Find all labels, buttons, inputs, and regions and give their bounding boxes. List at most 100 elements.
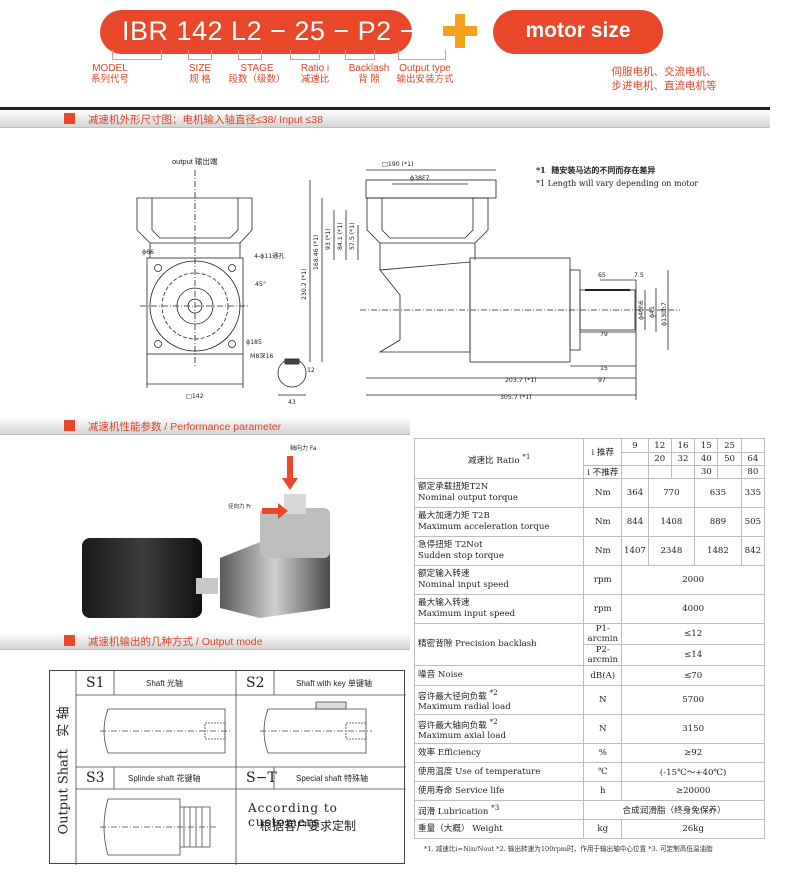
row-value: 844 [621,507,649,537]
row-value: 842 [740,536,766,566]
row-unit: % [583,743,623,763]
arrow-down-icon [282,456,298,490]
dim-m8: M8深16 [250,352,273,360]
row-unit: rpm [583,594,623,624]
row-name: 润滑 Lubrication *3 [413,800,585,820]
divider-line [0,107,770,110]
dim-93: 93 (*1) [325,228,332,250]
ratio-cell [647,465,672,479]
row-unit: Nm [583,536,623,566]
section-dimension: 减速机外形尺寸图：电机输入轴直径≤38/ Input ≤38 [0,110,770,128]
axial-force-label: 径向力 Fr [228,502,252,510]
model-code-pill: IBR 142 L2 − 25 − P2 − S2 [100,10,458,54]
ratio-cell: 16 [670,438,696,453]
dim-142: □142 [186,393,204,400]
ratio-cell [621,452,649,466]
motor-note-2: *1 Length will vary depending on motor [536,179,699,188]
radial-force-label: 轴向力 Fa [290,444,317,452]
row-name: 使用寿命 Service life [413,781,585,801]
table-row: 效率 Efficiency % ≥92 [413,743,765,763]
row-name: 噪音 Noise [413,665,585,686]
section-output-mode: 减速机输出的几种方式 / Output mode [0,632,410,650]
ratio-cell: 32 [670,452,696,466]
row-value: 1408 [647,507,696,537]
ratio-cell [740,438,766,453]
row-unit: ℃ [583,762,623,782]
row-value: 3150 [621,714,765,744]
row-value: 364 [621,478,649,508]
table-row: 使用温度 Use of temperature ℃ (-15℃～+40℃) [413,762,765,782]
bracket-size [188,50,212,60]
dim-130h7: ϕ130h7 [661,302,668,326]
row-value: 635 [694,478,742,508]
row-unit: kg [583,819,623,839]
ratio-cell: 25 [717,438,742,453]
dim-66: ϕ66 [142,249,154,256]
custom-note-cn: 根据客户要求定制 [260,819,357,833]
row-name: 效率 Efficiency [413,743,585,763]
side-label-en: Output Shaft [56,749,72,835]
row-value: 889 [694,507,742,537]
row-not-recommended: i 不推荐 [583,465,623,479]
side-label-cn: 实 轴 [56,706,72,737]
ratio-cell: 15 [694,438,719,453]
table-row: 使用寿命 Service life h ≥20000 [413,781,765,801]
row-unit: dB(A) [583,665,623,686]
row-name: 使用温度 Use of temperature [413,762,585,782]
dim-79: 79 [600,331,608,338]
ratio-cell: 12 [647,438,672,453]
table-row: 润滑 Lubrication *3 合成润滑脂（终身免保养） [413,800,765,820]
row-value: 26kg [621,819,765,839]
bracket-ratio [290,50,320,60]
row-value: ≤70 [621,665,765,686]
row-recommended: i 推荐 [583,438,623,466]
left-housing [136,197,253,244]
output-mode-grid [75,671,406,865]
dim-box190: □190 (*1) [382,161,413,168]
table-row: 精密背隙 Precision backlash P1-arcmin ≤12 [413,623,765,666]
dim-38f7: ϕ38F7 [410,175,430,182]
bracket-model [112,50,162,60]
dim-45deg: 45° [255,280,266,288]
s3-code: S3 [86,770,105,786]
row-unit: Nm [583,507,623,537]
row-name: 精密背隙 Precision backlash [413,623,585,666]
dim-97: 97 [598,377,606,384]
s1-label: Shaft 光轴 [146,679,183,688]
motor-size-label: motor size [525,19,631,42]
row-value: 505 [740,507,766,537]
ratio-cell [621,465,649,479]
table-row: 噪音 Noise dB(A) ≤70 [413,665,765,686]
row-unit: P1-arcmin [583,623,623,645]
dim-203-7: 203.7 (*1) [505,377,537,384]
s2-code: S2 [246,675,265,691]
right-housing [366,197,489,244]
dim-15: 15 [600,365,608,372]
performance-table: 减速比 Ratio *1 i 推荐 9 12 16 15 25 20 32 40… [413,438,766,839]
row-unit: Nm [583,478,623,508]
dim-65: 65 [598,272,606,279]
row-value: 2348 [647,536,696,566]
arrow-right-icon [262,503,288,519]
ratio-cell: 50 [717,452,742,466]
ratio-cell: 30 [694,465,719,479]
row-value: ≤12 [621,623,765,645]
custom-note-en: According to customers [248,801,338,829]
row-value: 1407 [621,536,649,566]
dim-12: 12 [307,367,315,374]
row-unit: P2-arcmin [583,644,623,666]
row-value: ≤14 [621,644,765,666]
motor-size-pill: motor size [493,10,663,54]
motor-note-1: *1 随安装马达的不同而存在差异 [536,165,656,175]
bracket-stage [238,50,262,60]
